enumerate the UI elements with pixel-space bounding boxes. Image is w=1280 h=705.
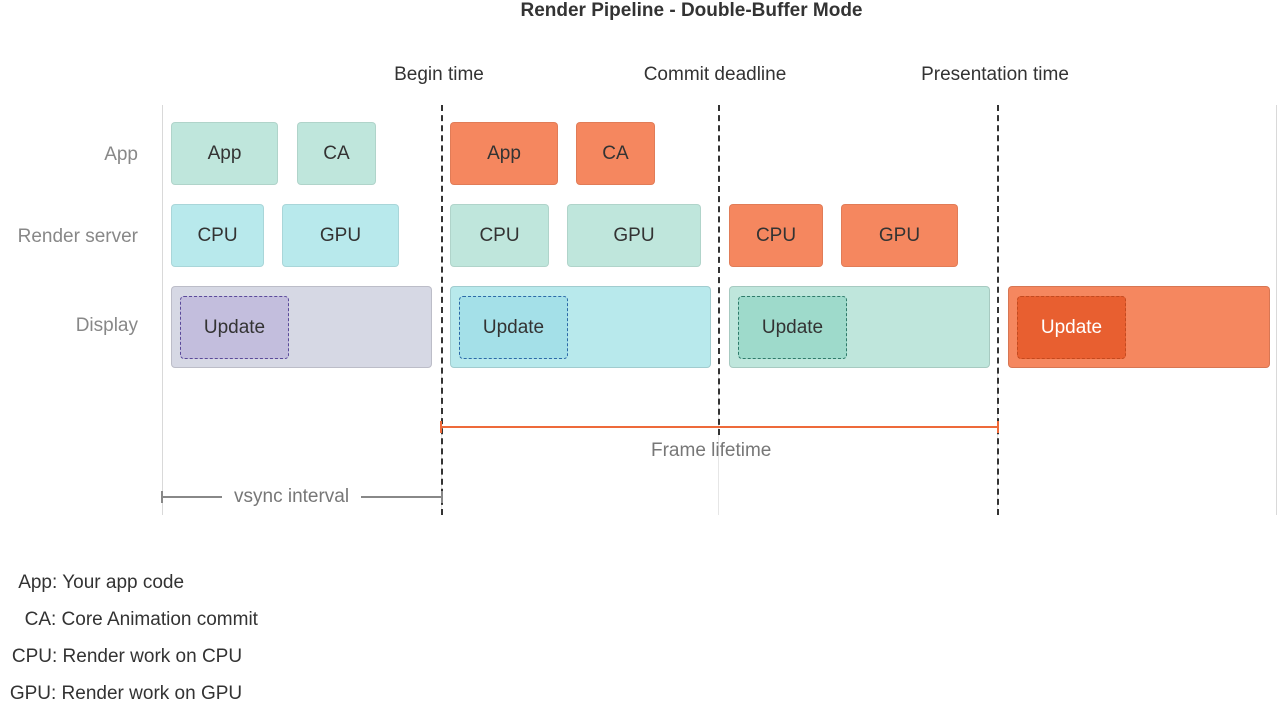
presentation-time-label: Presentation time [921,64,1069,85]
ca-block: CA [297,122,376,185]
frame-lifetime-label: Frame lifetime [651,440,772,461]
cpu-block: CPU [171,204,264,267]
legend-key: CPU [11,646,52,667]
cpu-block-highlighted: CPU [729,204,823,267]
update-block: Update [738,296,847,359]
grid-line-end [1276,105,1277,515]
gpu-block: GPU [567,204,701,267]
commit-deadline-marker [718,105,720,435]
grid-line-commit-lower [718,370,719,515]
gpu-block-highlighted: GPU [841,204,958,267]
legend-desc: : Render work on GPU [51,683,243,704]
update-block: Update [459,296,568,359]
update-block-highlighted: Update [1017,296,1126,359]
commit-deadline-label: Commit deadline [643,64,787,85]
app-block-highlighted: App [450,122,558,185]
legend-key: App [18,572,52,593]
frame-lifetime-span [440,421,999,433]
ca-block-highlighted: CA [576,122,655,185]
legend-key: GPU [9,683,51,704]
row-label-render-server: Render server [17,226,138,247]
vsync-interval-label: vsync interval [222,486,362,508]
diagram-title: Render Pipeline - Double-Buffer Mode [520,0,863,21]
legend-item-app: App: Your app code [0,572,184,594]
legend-desc: : Render work on CPU [52,646,243,667]
begin-time-label: Begin time [394,64,484,85]
grid-line-start [162,105,163,515]
legend-desc: : Core Animation commit [51,609,258,630]
presentation-time-marker [997,105,999,515]
legend-key: CA [24,609,51,630]
gpu-block: GPU [282,204,399,267]
legend-item-ca: CA: Core Animation commit [0,609,258,631]
legend-desc: : Your app code [52,572,185,593]
app-block: App [171,122,278,185]
update-block: Update [180,296,289,359]
cpu-block: CPU [450,204,549,267]
row-label-app: App [104,144,138,165]
row-label-display: Display [75,315,138,336]
legend-item-cpu: CPU: Render work on CPU [0,646,242,668]
legend-item-gpu: GPU: Render work on GPU [0,683,242,705]
begin-time-marker [441,105,443,515]
